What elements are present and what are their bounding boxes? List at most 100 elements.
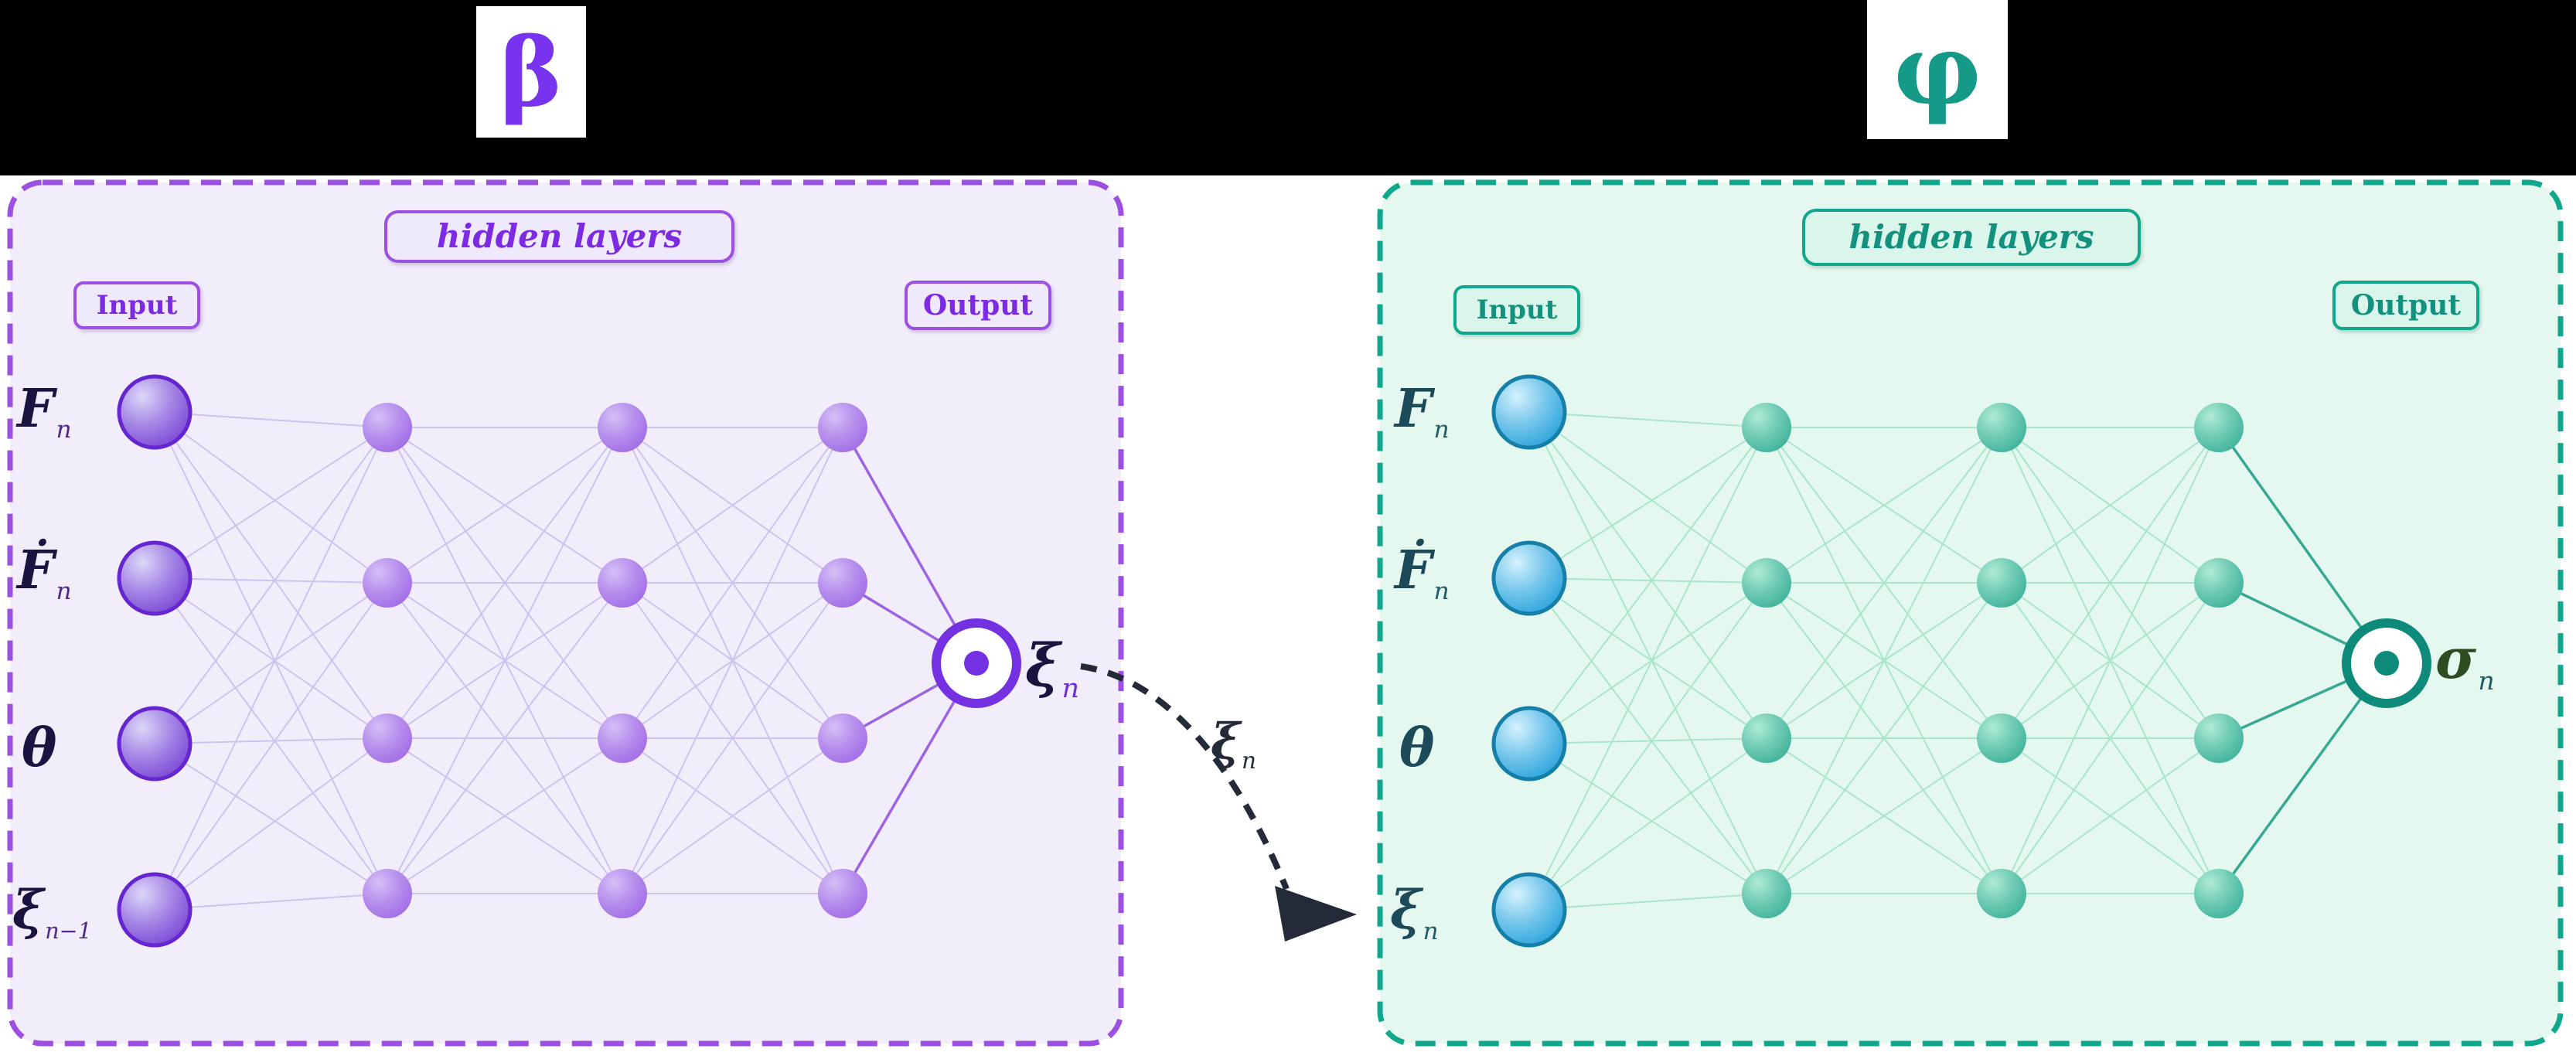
phi-hidden-node-1-3 xyxy=(1742,869,1791,918)
phi-title-box: φ xyxy=(1867,0,2008,139)
transfer-arrow-label-xi-n: ξn xyxy=(1211,713,1256,774)
transfer-arrow-curve xyxy=(1080,663,1290,890)
phi-connection xyxy=(1528,743,1767,894)
phi-input-node-3 xyxy=(1491,872,1567,948)
phi-hidden-layers-label: hidden layers xyxy=(1849,218,2094,256)
phi-output-variable-sigma-n: σn xyxy=(2435,625,2495,696)
beta-connection xyxy=(154,582,388,911)
phi-symbol: φ xyxy=(1893,12,1981,127)
beta-connection xyxy=(622,427,843,894)
beta-connection xyxy=(154,411,388,894)
beta-symbol: β xyxy=(499,16,563,128)
phi-hidden-node-3-0 xyxy=(2194,403,2244,452)
beta-connection xyxy=(387,427,623,894)
beta-hidden-node-3-3 xyxy=(818,869,867,918)
phi-connection xyxy=(1528,411,1767,428)
beta-input-badge: Input xyxy=(73,281,200,329)
phi-input-variable-Fn: Fn xyxy=(1395,378,1450,444)
beta-connection xyxy=(154,427,388,911)
beta-connection xyxy=(622,427,843,739)
phi-output-badge: Output xyxy=(2332,281,2479,330)
beta-connection xyxy=(154,737,388,911)
phi-connection xyxy=(1528,893,1767,911)
phi-connection xyxy=(1528,577,1767,584)
beta-connection xyxy=(387,427,623,739)
beta-hidden-node-1-3 xyxy=(363,869,412,918)
beta-connection xyxy=(154,427,388,744)
beta-output-connection xyxy=(841,427,978,664)
beta-connection xyxy=(154,743,388,894)
phi-input-badge: Input xyxy=(1453,285,1580,335)
phi-connection xyxy=(1766,582,2002,894)
beta-connection xyxy=(622,582,843,894)
phi-connection xyxy=(1528,427,1767,911)
phi-input-node-1 xyxy=(1491,540,1567,616)
beta-connection xyxy=(154,893,388,911)
phi-connection xyxy=(1528,411,1767,739)
beta-hidden-node-2-2 xyxy=(598,713,647,763)
beta-input-variable-theta: θ xyxy=(22,717,57,779)
phi-input-node-2 xyxy=(1491,706,1567,781)
phi-input-label: Input xyxy=(1476,295,1558,325)
phi-connection xyxy=(1766,427,2002,584)
phi-connection xyxy=(1528,582,1767,911)
phi-hidden-node-3-1 xyxy=(2194,558,2244,608)
beta-input-node-1 xyxy=(117,540,193,616)
beta-connection xyxy=(154,577,388,894)
beta-connection xyxy=(154,427,388,579)
beta-input-node-2 xyxy=(117,706,193,781)
phi-hidden-node-3-2 xyxy=(2194,713,2244,763)
phi-connection xyxy=(1528,411,1767,584)
beta-connection xyxy=(154,411,388,428)
phi-connection xyxy=(1528,427,1767,579)
beta-hidden-node-3-1 xyxy=(818,558,867,608)
phi-input-variable-theta: θ xyxy=(1399,717,1435,779)
beta-input-variable-xi-n-1: ξn−1 xyxy=(12,880,92,944)
phi-connection xyxy=(2001,427,2220,739)
phi-hidden-layers-badge: hidden layers xyxy=(1802,209,2141,266)
beta-connection xyxy=(154,577,388,584)
beta-input-node-0 xyxy=(117,374,193,450)
beta-connection xyxy=(387,582,623,894)
beta-connection xyxy=(387,737,623,894)
phi-output-label: Output xyxy=(2350,289,2462,322)
phi-connection xyxy=(2001,427,2220,894)
beta-hidden-node-1-1 xyxy=(363,558,412,608)
phi-hidden-node-2-3 xyxy=(1977,869,2026,918)
beta-hidden-node-2-1 xyxy=(598,558,647,608)
beta-hidden-node-2-0 xyxy=(598,403,647,452)
beta-output-label: Output xyxy=(922,289,1034,322)
beta-connection xyxy=(387,427,623,584)
phi-hidden-node-2-1 xyxy=(1977,558,2026,608)
phi-connection xyxy=(2001,582,2220,894)
beta-hidden-node-3-0 xyxy=(818,403,867,452)
phi-output-connection xyxy=(2217,426,2388,665)
phi-connection xyxy=(1528,577,1767,894)
beta-title-box: β xyxy=(476,6,586,138)
top-bar xyxy=(0,0,2576,175)
beta-hidden-node-1-0 xyxy=(363,403,412,452)
beta-output-badge: Output xyxy=(905,281,1051,330)
phi-input-node-0 xyxy=(1491,374,1567,450)
phi-output-node-dot xyxy=(2374,651,2399,676)
beta-input-label: Input xyxy=(96,290,178,321)
beta-input-variable-Fdotn: Ḟn xyxy=(17,540,72,605)
beta-output-node-dot xyxy=(964,651,989,676)
beta-connection xyxy=(622,737,843,894)
phi-hidden-node-3-3 xyxy=(2194,869,2244,918)
beta-hidden-layers-badge: hidden layers xyxy=(384,210,734,263)
beta-hidden-node-1-2 xyxy=(363,713,412,763)
phi-hidden-node-2-2 xyxy=(1977,713,2026,763)
phi-connection xyxy=(1766,427,2002,894)
phi-connection xyxy=(1528,411,1767,894)
phi-hidden-node-1-2 xyxy=(1742,713,1791,763)
beta-connection xyxy=(154,582,388,744)
phi-connection xyxy=(1766,737,2002,894)
beta-hidden-layers-label: hidden layers xyxy=(436,217,683,255)
phi-connection xyxy=(1528,737,1767,911)
phi-connection xyxy=(2001,427,2220,584)
phi-input-variable-xi-n: ξn xyxy=(1390,880,1439,945)
beta-hidden-node-3-2 xyxy=(818,713,867,763)
phi-connection xyxy=(1528,737,1767,744)
